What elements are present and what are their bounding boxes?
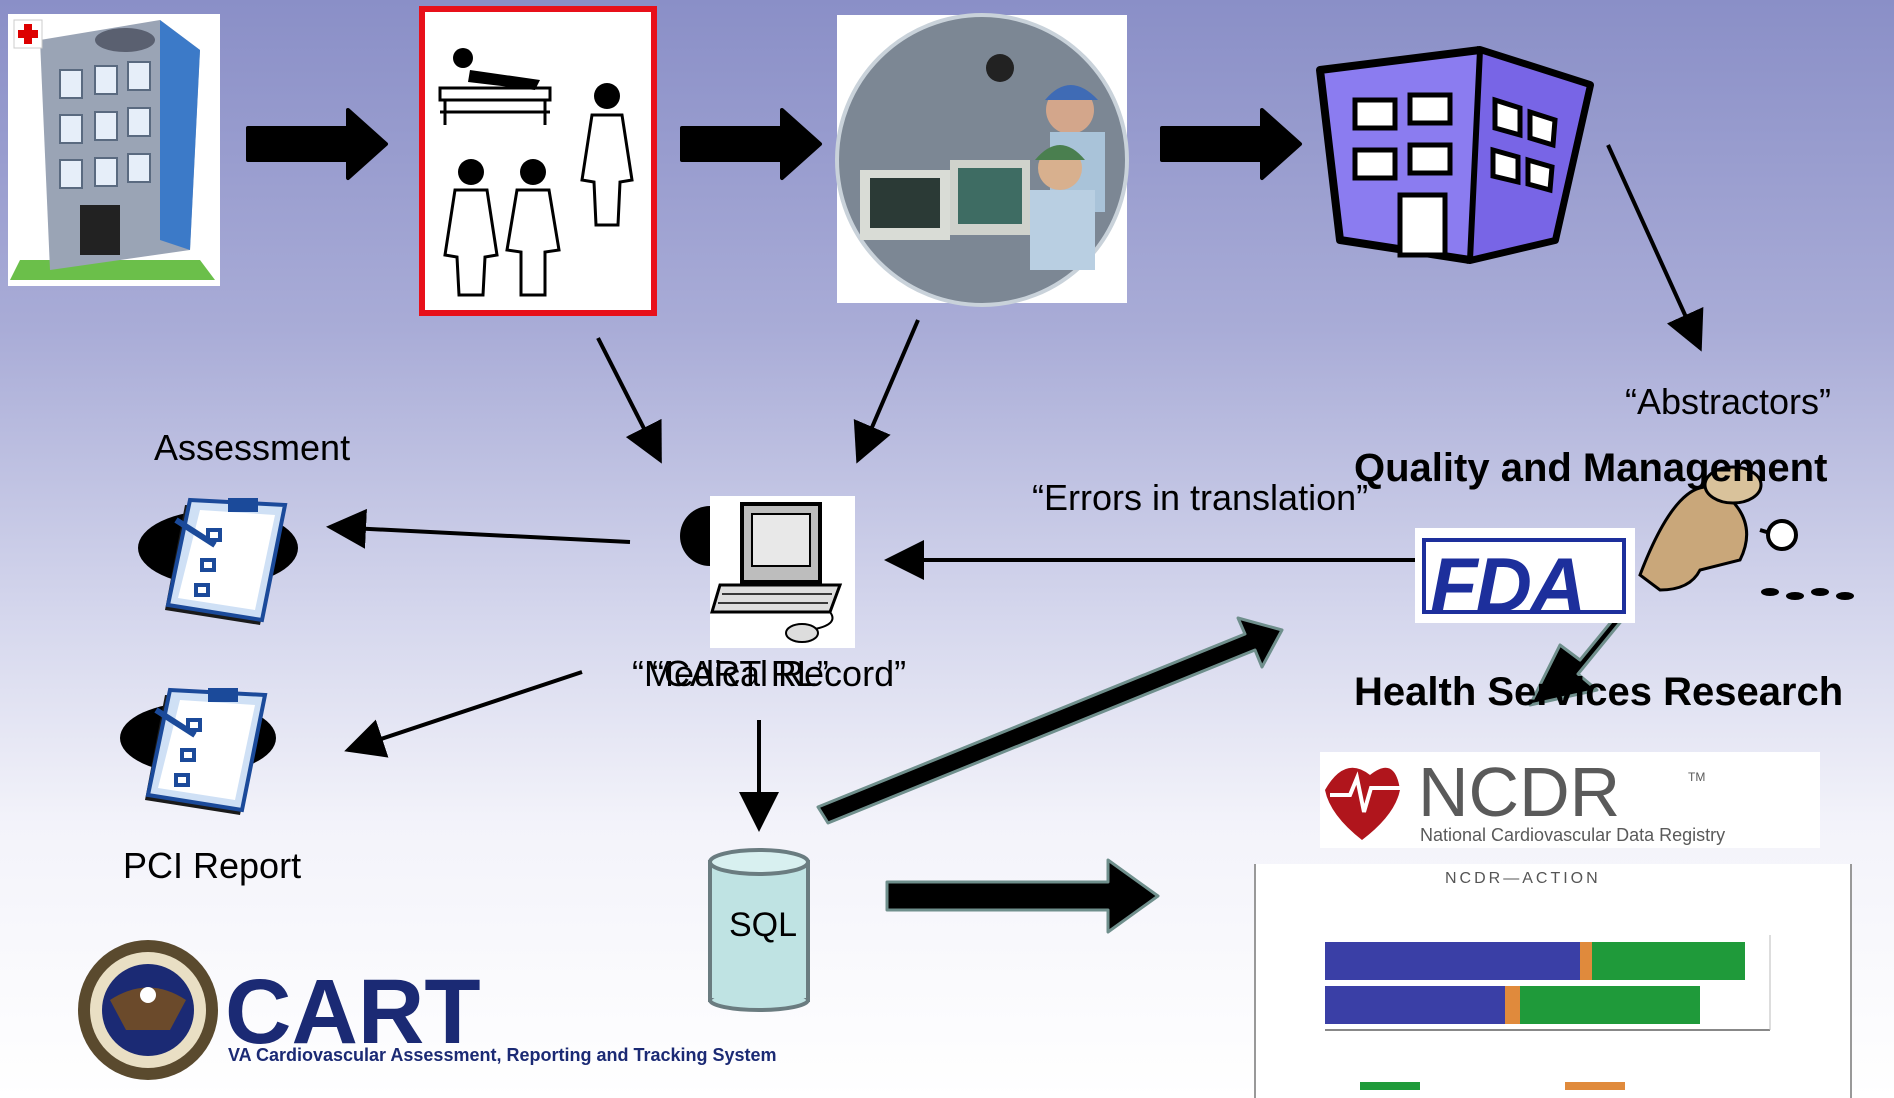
arrow-sql-to-ncdr-report [885,858,1160,934]
pci-report-label: PCI Report [123,845,302,886]
arrow-detective-to-hsr [1528,603,1627,707]
ncdr-subtitle: National Cardiovascular Data Registry [1420,825,1726,845]
ncdr-tm: TM [1688,770,1706,784]
clipboard-icon [120,687,276,815]
cart-logo-text: CART [225,961,481,1063]
thin-arrows [326,144,1704,832]
ncdr-logo-text: NCDR [1418,753,1621,831]
fda-logo [1415,528,1635,623]
sql-label: SQL [729,906,798,944]
ncdr-report-title: NCDR—ACTION [1445,870,1601,887]
ncdr-logo [1320,752,1820,848]
errors-in-translation-label: “Errors in translation” [1032,477,1369,518]
quality-management-label: Quality and Management [1354,446,1828,490]
arrow-record-to-pci [344,670,583,758]
fda-logo-text: FDA [1430,541,1586,629]
arrow-cathlab-to-record [853,319,920,464]
cart-subtitle: VA Cardiovascular Assessment, Reporting … [228,1045,777,1065]
arrow-cathlab-to-building [1160,108,1302,180]
top-flow-arrows [246,108,1302,180]
computer-icon [680,496,855,648]
arrow-hospital-to-team [246,108,388,180]
hospital-icon [8,14,220,286]
admin-building-icon [1316,45,1594,264]
report-chart-bars [1325,942,1745,1024]
health-services-research-label: Health Services Research [1354,670,1844,714]
arrow-team-to-record [596,337,662,464]
clipboard-icon [138,497,298,625]
thick-diagonal-arrows [816,603,1627,934]
abstractors-label: “Abstractors” [1625,381,1832,422]
arrow-record-to-assessment [326,508,631,549]
va-seal-icon [78,940,218,1080]
detective-icon [1638,465,1854,600]
database-icon [708,848,810,1012]
cath-lab-photo [835,13,1129,307]
arrow-building-to-abstractors [1606,144,1704,352]
care-team-icon [419,6,657,316]
assessment-label: Assessment [154,427,351,468]
ncdr-report [1254,864,1852,1098]
cart-rl-label: “CART RL” [652,653,829,694]
arrow-sql-to-fda [816,616,1284,825]
arrow-team-to-cathlab [680,108,822,180]
medical-record-label: “Medical Record” [632,653,907,694]
